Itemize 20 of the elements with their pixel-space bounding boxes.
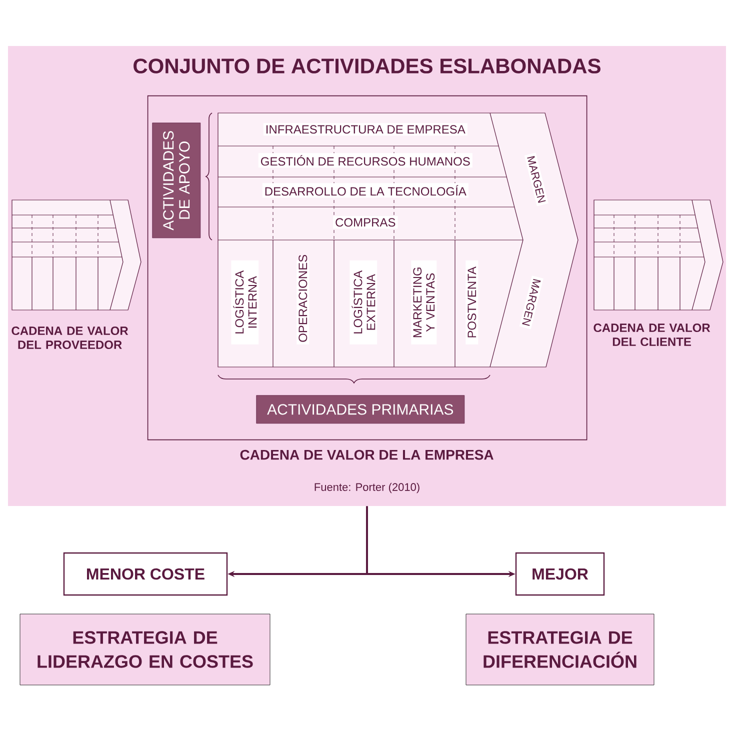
activity-label: LOGÍSTICA INTERNA (231, 260, 259, 344)
source-note: Fuente: Porter (2010) (314, 482, 420, 494)
strategy-box: ESTRATEGIA DE LIDERAZGO EN COSTES (20, 614, 270, 686)
label-box: ACTIVIDADES DE APOYO (152, 122, 201, 238)
activity-label: COMPRAS (333, 216, 398, 229)
activity-label: INFRAESTRUCTURA DE EMPRESA (263, 123, 468, 136)
activity-label: MARKETING Y VENTAS (411, 260, 437, 344)
strategy-box: ESTRATEGIA DE DIFERENCIACIÓN (466, 614, 654, 686)
activity-label: OPERACIONES (296, 254, 310, 344)
chain-caption: CADENA DE VALOR DEL CLIENTE (594, 324, 710, 346)
frame-caption: CADENA DE VALOR DE LA EMPRESA (240, 450, 494, 460)
chain-caption: CADENA DE VALOR DEL PROVEEDOR (12, 326, 128, 350)
activity-label: POSTVENTA (466, 260, 478, 344)
result-box: MENOR COSTE (63, 552, 228, 596)
label-box: ACTIVIDADES PRIMARIAS (256, 395, 465, 424)
result-box: MEJOR (515, 552, 605, 596)
activity-label: DESARROLLO DE LA TECNOLOGÍA (262, 183, 468, 198)
activity-label: LOGÍSTICA EXTERNA (350, 260, 378, 344)
activity-label: GESTIÓN DE RECURSOS HUMANOS (258, 153, 472, 168)
title: CONJUNTO DE ACTIVIDADES ESLABONADAS (134, 58, 600, 74)
